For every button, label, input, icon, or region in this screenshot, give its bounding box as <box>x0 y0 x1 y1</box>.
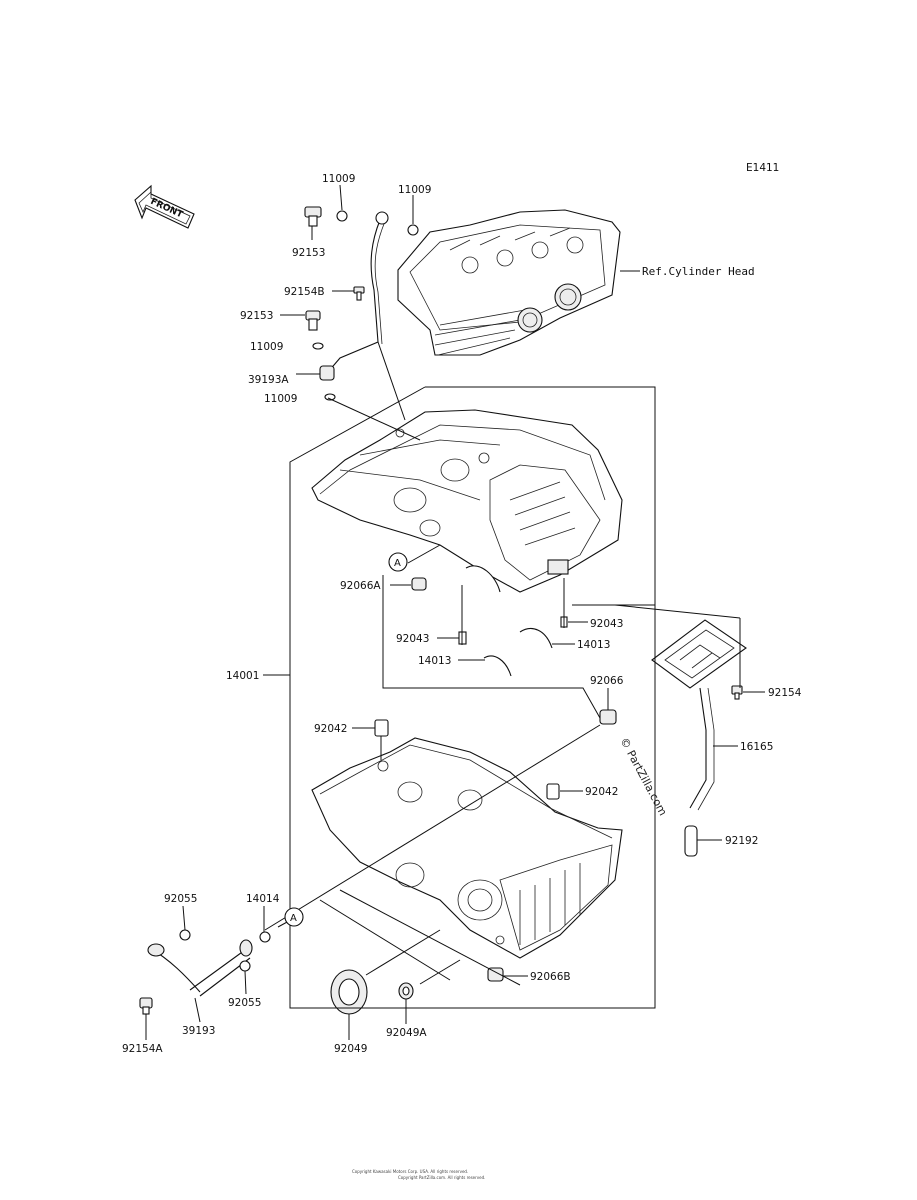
washer-11009-mid-b <box>324 393 336 401</box>
oil-pipe-39193 <box>147 939 253 997</box>
callout-92154: 92154 <box>768 687 802 699</box>
washer-92055-bot <box>239 960 251 972</box>
oil-strainer-cover <box>651 619 747 689</box>
callout-92153-mid: 92153 <box>240 310 273 322</box>
callout-16165: 16165 <box>740 741 773 753</box>
banjo-bolt-92153-mid <box>305 310 321 331</box>
washer-11009-top-b <box>407 224 419 236</box>
watermark: © PartZilla.com <box>617 735 669 818</box>
plug-92066B <box>487 967 504 982</box>
washer-92055-top <box>179 929 191 941</box>
callout-11009-top-a: 11009 <box>322 173 355 185</box>
callout-14014: 14014 <box>246 893 280 905</box>
assembly-bracket <box>263 386 656 1009</box>
callout-92066B: 92066B <box>530 971 571 983</box>
callout-39193A: 39193A <box>248 374 289 386</box>
callout-92066: 92066 <box>590 675 624 687</box>
oring-14014 <box>259 931 271 943</box>
callout-92042-left: 92042 <box>314 723 347 735</box>
callout-14013-right: 14013 <box>577 639 610 651</box>
oil-seal-92049A <box>398 982 414 1000</box>
reference-text: Ref.Cylinder Head <box>642 265 755 278</box>
svg-text:A: A <box>290 913 297 924</box>
callout-92055-bot: 92055 <box>228 997 261 1009</box>
plug-92066 <box>599 709 617 725</box>
callout-39193: 39193 <box>182 1025 215 1037</box>
oil-seal-92049 <box>330 969 368 1015</box>
callout-92043-left: 92043 <box>396 633 429 645</box>
plug-92066A <box>411 577 427 591</box>
footer-line-1: Copyright Kawasaki Motors Corp. USA. All… <box>352 1169 468 1174</box>
bearing-shell-14013-right <box>519 628 553 649</box>
washer-11009-top-a <box>336 210 348 222</box>
dowel-92042-right <box>546 783 560 800</box>
front-arrow-icon: FRONT <box>134 184 195 229</box>
callout-11009-mid-a: 11009 <box>250 341 283 353</box>
callout-92153-top: 92153 <box>292 247 325 259</box>
lower-crankcase <box>311 737 623 959</box>
oil-pipe-16165 <box>689 687 715 811</box>
callout-14001: 14001 <box>226 670 259 682</box>
diagram-code: E1411 <box>746 162 779 174</box>
oil-pipe-upper <box>319 211 389 381</box>
leader-lines <box>145 184 765 1040</box>
washer-11009-mid-a <box>312 342 324 350</box>
callout-11009-mid-b: 11009 <box>264 393 297 405</box>
pipe-92192 <box>684 825 698 857</box>
callout-92154B: 92154B <box>284 286 325 298</box>
upper-crankcase <box>311 409 623 593</box>
callout-92154A: 92154A <box>122 1043 163 1055</box>
callout-11009-top-b: 11009 <box>398 184 431 196</box>
svg-text:A: A <box>394 558 401 569</box>
marker-a-upper: A <box>388 552 408 572</box>
callout-92049: 92049 <box>334 1043 367 1055</box>
callout-14013-left: 14013 <box>418 655 451 667</box>
bolt-92154B <box>353 286 365 301</box>
callout-92055-top: 92055 <box>164 893 197 905</box>
callout-92192: 92192 <box>725 835 758 847</box>
dowel-92042-left <box>374 719 389 737</box>
bolt-92154A <box>139 997 153 1015</box>
cylinder-head <box>397 209 621 356</box>
marker-a-lower: A <box>284 907 304 927</box>
callout-92042-right: 92042 <box>585 786 618 798</box>
banjo-bolt-92153-top <box>304 206 322 227</box>
callout-92066A: 92066A <box>340 580 381 592</box>
callout-92049A: 92049A <box>386 1027 427 1039</box>
footer-line-2: Copyright PartZilla.com. All rights rese… <box>398 1175 485 1180</box>
callout-92043-right: 92043 <box>590 618 623 630</box>
bearing-shell-14013-left <box>483 655 512 677</box>
